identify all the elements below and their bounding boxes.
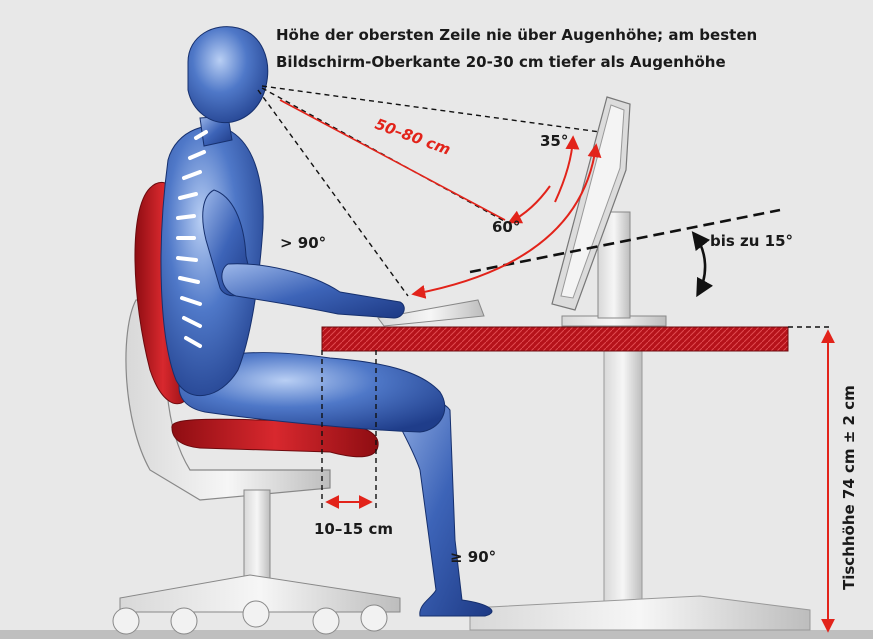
angle-60-arrow: [510, 186, 550, 222]
monitor-height-note: Höhe der obersten Zeile nie über Augenhö…: [276, 22, 796, 76]
elbow-angle-label: > 90°: [280, 234, 326, 252]
chair-wheel: [171, 608, 197, 634]
tilt-label: bis zu 15°: [710, 232, 793, 250]
angle-60-label: 60°: [492, 218, 520, 236]
monitor: [552, 97, 666, 326]
viewing-distance-label: 50–80 cm: [373, 115, 453, 159]
monitor-height-note-line1: Höhe der obersten Zeile nie über Augenhö…: [276, 22, 796, 49]
angle-35-label: 35°: [540, 132, 568, 150]
knee-clearance-label: 10–15 cm: [314, 520, 393, 538]
desk-top: [322, 327, 788, 351]
table-height-label: Tischhöhe 74 cm ± 2 cm: [840, 385, 858, 590]
viewing-distance-line: [280, 100, 505, 220]
chair-wheel: [313, 608, 339, 634]
monitor-height-note-line2: Bildschirm-Oberkante 20-30 cm tiefer als…: [276, 49, 796, 76]
chair-wheel: [243, 601, 269, 627]
chair-wheel: [361, 605, 387, 631]
tilt-arrow: [694, 234, 705, 294]
knee-angle-label: ≥ 90°: [450, 548, 496, 566]
chair-wheel: [113, 608, 139, 634]
